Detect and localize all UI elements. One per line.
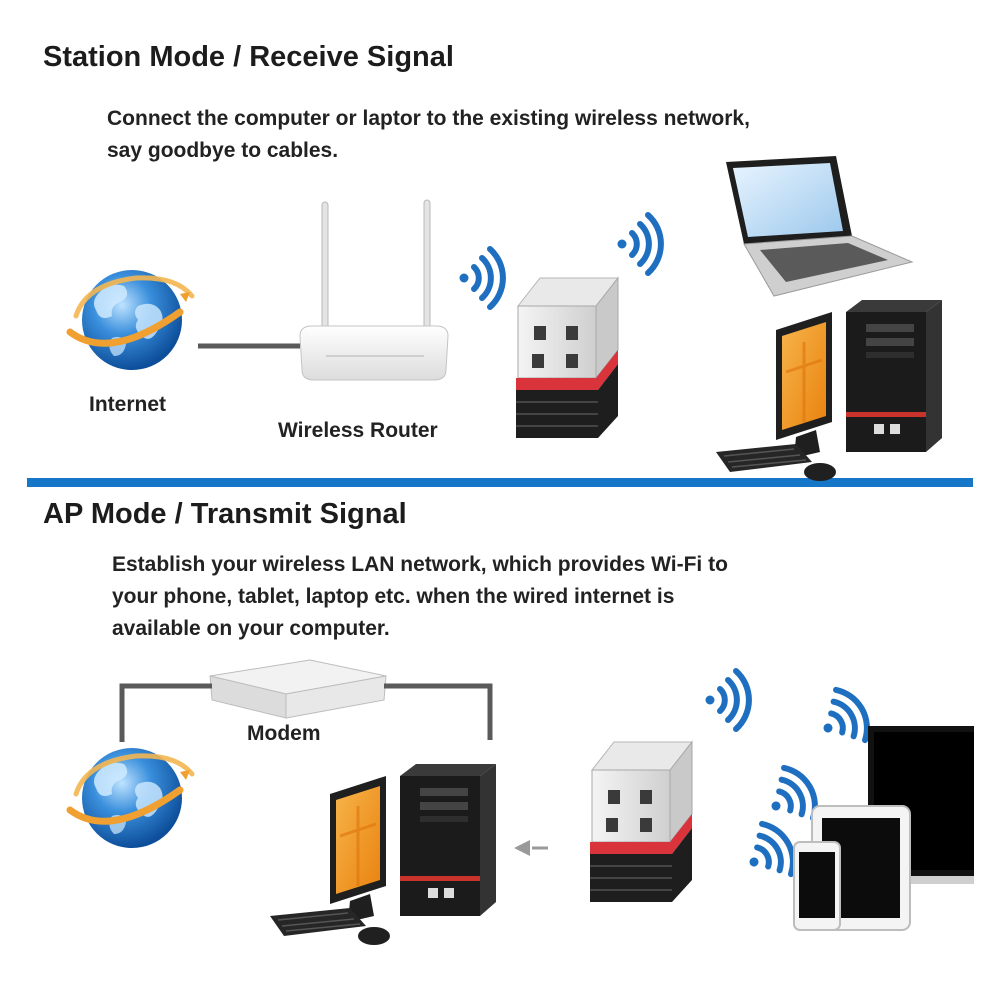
globe-icon [70, 270, 192, 370]
desktop-pc-icon [714, 298, 944, 483]
laptop-icon [726, 156, 914, 297]
wifi-icon [736, 817, 803, 889]
section-divider [27, 478, 973, 487]
globe-icon [70, 748, 192, 848]
modem-label: Modem [247, 722, 321, 745]
phone-icon [793, 841, 841, 931]
router-icon [299, 199, 449, 381]
ap-heading: AP Mode / Transmit Signal [43, 498, 407, 530]
station-description-line-2: say goodbye to cables. [107, 139, 339, 162]
station-description-line-1: Connect the computer or laptor to the ex… [107, 107, 750, 130]
ap-description-line-3: available on your computer. [112, 617, 390, 640]
ap-description-line-2: your phone, tablet, laptop etc. when the… [112, 585, 675, 608]
arrow-left-icon [514, 840, 548, 856]
station-heading: Station Mode / Receive Signal [43, 41, 454, 73]
usb-adapter-icon [515, 277, 619, 439]
wifi-icon [706, 671, 749, 729]
modem-cable-right [384, 683, 493, 740]
ap-description: Establish your wireless LAN network, whi… [112, 549, 728, 645]
modem-cable-left [119, 683, 212, 742]
internet-label: Internet [89, 393, 167, 416]
desktop-pc-icon [268, 762, 498, 947]
router-label: Wireless Router [278, 419, 438, 442]
wifi-icon [810, 683, 877, 755]
usb-adapter-icon [589, 741, 693, 903]
modem-icon [209, 659, 387, 719]
wifi-icon [460, 249, 503, 307]
wifi-icon [618, 215, 661, 273]
station-description: Connect the computer or laptor to the ex… [107, 103, 750, 167]
ap-description-line-1: Establish your wireless LAN network, whi… [112, 553, 728, 576]
